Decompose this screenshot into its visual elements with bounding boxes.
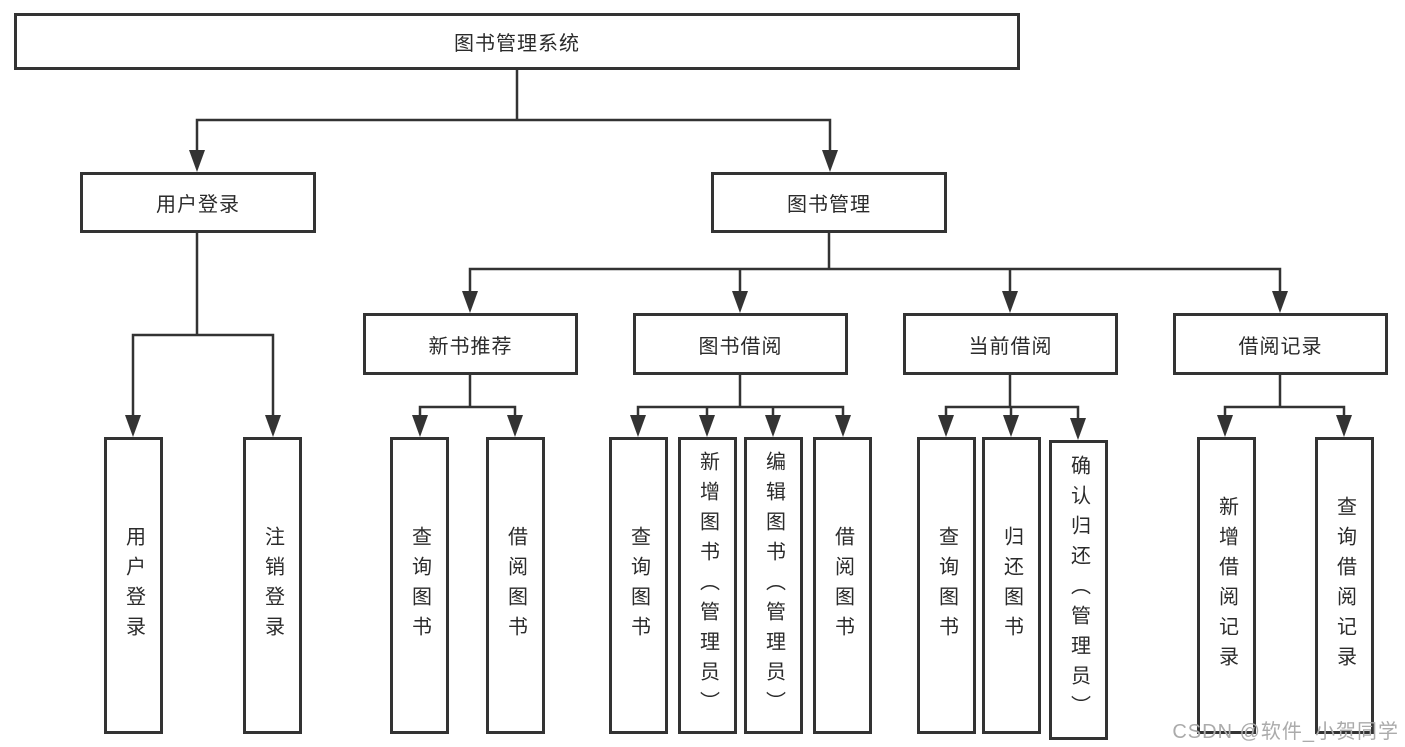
leaf-borrow-books-recommend: 借阅图书 xyxy=(486,437,545,734)
leaf-label: 注销登录 xyxy=(261,525,284,646)
node-root: 图书管理系统 xyxy=(14,13,1020,70)
node-user-login: 用户登录 xyxy=(80,172,316,233)
leaf-user-login: 用户登录 xyxy=(104,437,163,734)
leaf-label: 查询图书 xyxy=(408,525,431,646)
leaf-label: 借阅图书 xyxy=(504,525,527,646)
leaf-query-books-borrow: 查询图书 xyxy=(609,437,668,734)
node-book-management: 图书管理 xyxy=(711,172,947,233)
leaf-label: 归还图书 xyxy=(1000,525,1023,646)
leaf-label: 借阅图书 xyxy=(831,525,854,646)
leaf-label: 查询图书 xyxy=(935,525,958,646)
leaf-add-book-admin: 新增图书（管理员） xyxy=(678,437,737,734)
leaf-label: 确认归还（管理员） xyxy=(1067,455,1090,725)
node-book-borrow: 图书借阅 xyxy=(633,313,848,375)
leaf-add-borrow-record: 新增借阅记录 xyxy=(1197,437,1256,734)
connector-path xyxy=(131,67,1346,424)
leaf-confirm-return-admin: 确认归还（管理员） xyxy=(1049,440,1108,740)
leaf-label: 用户登录 xyxy=(122,525,145,646)
leaf-return-book: 归还图书 xyxy=(982,437,1041,734)
leaf-label: 查询图书 xyxy=(627,525,650,646)
leaf-edit-book-admin: 编辑图书（管理员） xyxy=(744,437,803,734)
leaf-label: 查询借阅记录 xyxy=(1333,495,1356,676)
leaf-logout: 注销登录 xyxy=(243,437,302,734)
arrow-down-icons xyxy=(125,150,1352,440)
leaf-label: 新增图书（管理员） xyxy=(696,450,719,721)
node-new-book-recommend: 新书推荐 xyxy=(363,313,578,375)
node-borrow-records: 借阅记录 xyxy=(1173,313,1388,375)
leaf-query-books-current: 查询图书 xyxy=(917,437,976,734)
csdn-watermark: CSDN @软件_小贺同学 xyxy=(1172,721,1399,743)
leaf-borrow-books: 借阅图书 xyxy=(813,437,872,734)
leaf-query-books-recommend: 查询图书 xyxy=(390,437,449,734)
node-current-borrow: 当前借阅 xyxy=(903,313,1118,375)
leaf-label: 编辑图书（管理员） xyxy=(762,450,785,721)
leaf-query-borrow-record: 查询借阅记录 xyxy=(1315,437,1374,734)
leaf-label: 新增借阅记录 xyxy=(1215,495,1238,676)
